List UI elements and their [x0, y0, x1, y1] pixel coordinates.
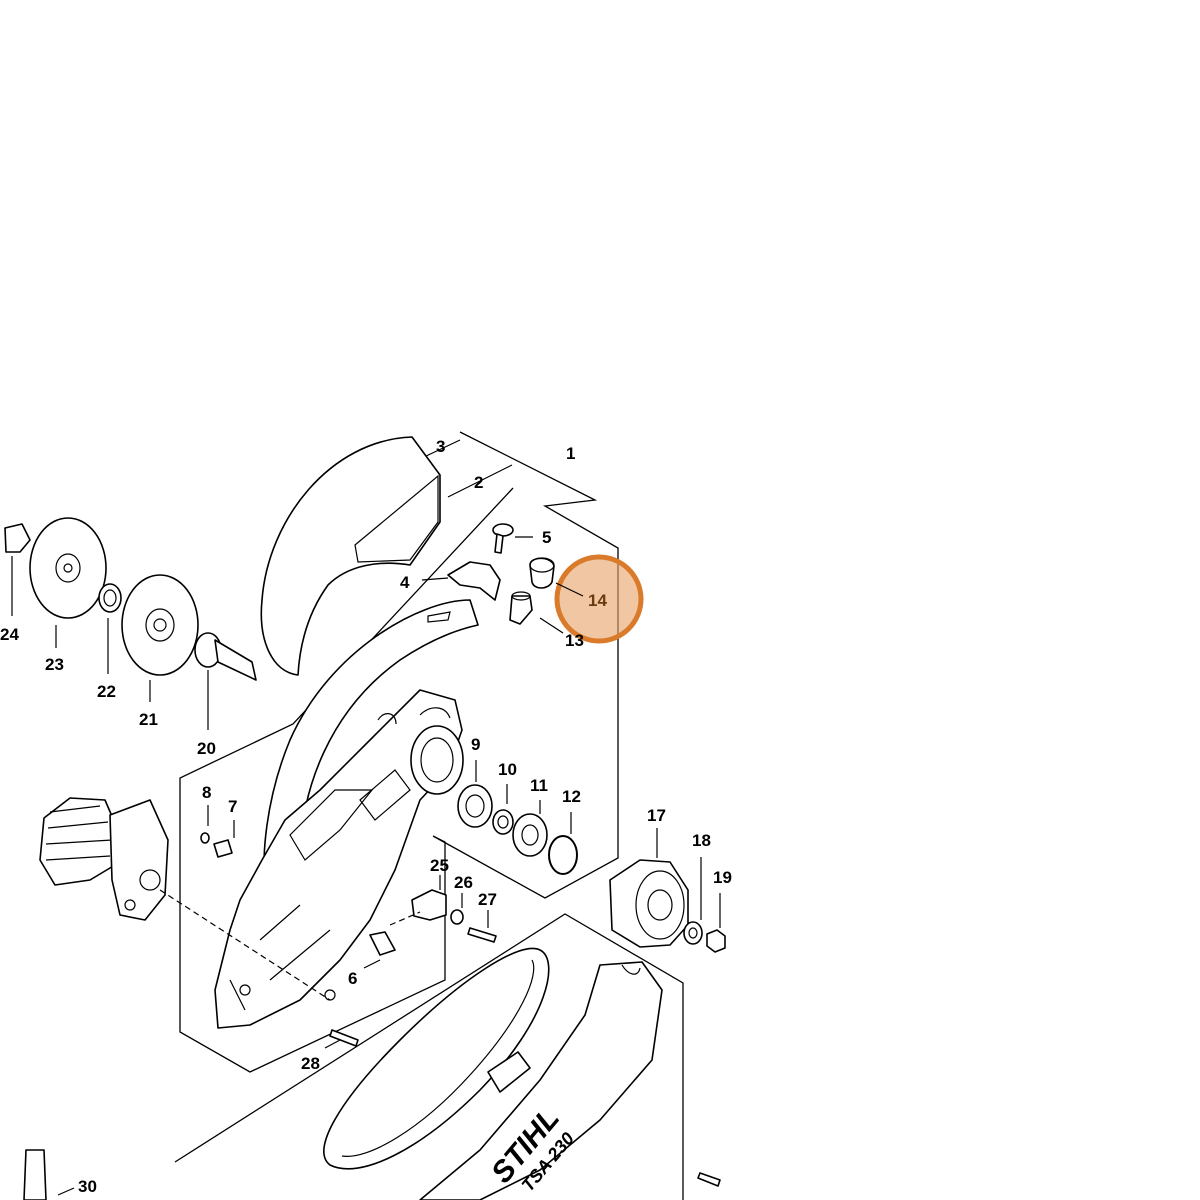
callout-6: 6 [348, 969, 357, 988]
callout-13: 13 [565, 631, 584, 650]
callout-20: 20 [197, 739, 216, 758]
callout-11: 11 [530, 776, 548, 795]
cap-part-14 [529, 557, 555, 589]
callout-7: 7 [228, 797, 237, 816]
callout-10: 10 [498, 760, 517, 779]
circlip-part-12 [548, 812, 578, 875]
callout-labels: 1 2 3 4 5 6 7 8 9 10 11 12 13 14 17 18 1… [0, 437, 732, 1196]
drive-belt [323, 947, 550, 1170]
engine-block [39, 797, 331, 1001]
washer-part-10 [492, 784, 514, 835]
bearing-part-9 [457, 760, 493, 828]
main-housing [214, 689, 464, 1029]
clamp-part-25 [411, 875, 447, 921]
callout-21: 21 [139, 710, 158, 729]
callout-1: 1 [566, 444, 575, 463]
screw-part-28 [324, 1029, 359, 1049]
blade-guard-part-3 [260, 436, 441, 676]
callout-17: 17 [647, 806, 666, 825]
callout-4: 4 [400, 573, 410, 592]
spacer-part-26 [450, 893, 464, 925]
callout-27: 27 [478, 890, 497, 909]
callout-24: 24 [0, 625, 19, 644]
callout-26: 26 [454, 873, 473, 892]
clip-part-4 [421, 561, 501, 601]
callout-22: 22 [97, 682, 116, 701]
key-part-7 [213, 820, 235, 858]
shaft-part-30 [23, 1149, 75, 1200]
nut-part-19 [706, 893, 726, 953]
callout-12: 12 [562, 787, 581, 806]
callout-23: 23 [45, 655, 64, 674]
ring-part-22 [98, 583, 122, 674]
callout-3: 3 [436, 437, 445, 456]
callout-14: 14 [588, 591, 607, 610]
bolt-part-24 [4, 523, 31, 616]
disc-part-23 [29, 517, 107, 648]
shaft-part-20 [194, 632, 257, 730]
cutting-arm [419, 961, 663, 1200]
callout-18: 18 [692, 831, 711, 850]
bearing-part-11 [512, 800, 548, 857]
washer-part-18 [683, 857, 703, 945]
highlight-marker [554, 554, 644, 644]
callout-9: 9 [471, 735, 480, 754]
screw-part-27 [467, 910, 497, 943]
bracket-part-6 [363, 931, 396, 969]
callout-19: 19 [713, 868, 732, 887]
callout-25: 25 [430, 856, 449, 875]
callout-30: 30 [78, 1177, 97, 1196]
disc-part-21 [121, 574, 199, 702]
callout-8: 8 [202, 783, 211, 802]
screw-lower-right [697, 1172, 721, 1187]
screw-part-5 [492, 523, 533, 554]
valve-part-13 [509, 591, 564, 634]
callout-5: 5 [542, 528, 551, 547]
pin-part-8 [200, 805, 210, 844]
starter-part-17 [609, 828, 689, 948]
callout-28: 28 [301, 1054, 320, 1073]
callout-2: 2 [474, 473, 483, 492]
